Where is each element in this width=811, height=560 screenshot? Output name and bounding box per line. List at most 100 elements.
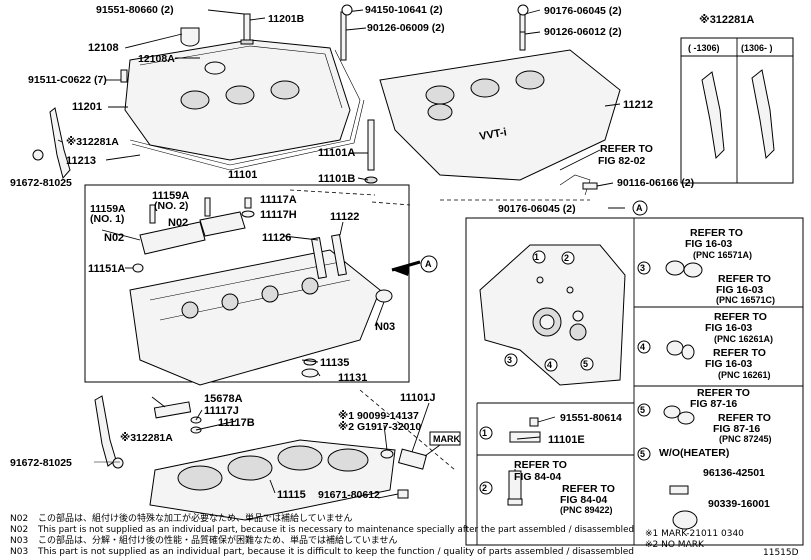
label-11159a-no1-sub: (NO. 1): [90, 213, 124, 225]
callout-a-right: [632, 200, 648, 216]
ref-h-fig: FIG 84-04: [560, 494, 607, 506]
note-n02-label-en: N02: [10, 525, 28, 535]
cylinder-head-gasket-illustration: [149, 439, 396, 521]
ref-h-refer: REFER TO: [562, 483, 615, 495]
label-11201b: 11201B: [268, 13, 305, 25]
note-n03-label-en: N03: [10, 547, 28, 557]
label-11213: 11213: [66, 155, 96, 167]
callout-num-5: 5: [583, 359, 588, 369]
ref-b-fig: FIG 16-03: [716, 284, 763, 296]
label-11115: 11115: [277, 489, 306, 501]
ref-c-refer: REFER TO: [714, 311, 767, 323]
ref-c-fig: FIG 16-03: [705, 322, 752, 334]
label-91672-81025-top: 91672-81025: [10, 177, 72, 189]
part-number-labels: 91551-80660 (2) 11201B 94150-10641 (2) 9…: [10, 4, 773, 501]
ref-c-pnc: (PNC 16261A): [714, 334, 773, 344]
label-12108: 12108: [88, 42, 119, 54]
label-312281a-bottom: ※312281A: [120, 432, 173, 444]
row-num-5b: 5: [640, 449, 645, 459]
ref-f-refer: REFER TO: [718, 412, 771, 424]
label-11117b: 11117B: [218, 417, 255, 429]
label-11101b: 11101B: [318, 173, 355, 185]
label-312281a-table: ※312281A: [699, 14, 754, 26]
ref-h-pnc: (PNC 89422): [560, 505, 613, 515]
detail-box-right: [465, 217, 804, 546]
ref-a-fig: FIG 16-03: [685, 238, 732, 250]
table-header-col2: (1306- ): [741, 43, 773, 53]
ref-a-refer: REFER TO: [690, 227, 743, 239]
label-11135: 11135: [320, 357, 349, 369]
note-n03-en: This part is not supplied as an individu…: [37, 547, 634, 557]
label-90116-06166: 90116-06166 (2): [617, 177, 694, 189]
label-11117h: 11117H: [260, 209, 297, 221]
valve-cover-illustration: [124, 27, 351, 161]
ref-f-pnc: (PNC 87245): [719, 434, 772, 444]
row-num-4: 4: [640, 342, 645, 352]
label-mark: MARK: [433, 434, 460, 444]
callout-num-2: 2: [564, 253, 569, 263]
label-11201: 11201: [72, 101, 102, 113]
row-num-2: 2: [482, 483, 487, 493]
note-mark1: ※1 MARK-21011 0340: [645, 529, 744, 539]
label-91551-80614: 91551-80614: [560, 412, 622, 424]
label-11101a: 11101A: [318, 147, 355, 159]
footnotes: N02 この部品は、組付け後の特殊な加工が必要なため、単品では補給していません …: [10, 512, 799, 558]
label-90126-06012: 90126-06012 (2): [544, 26, 622, 38]
label-90339-16001: 90339-16001: [708, 498, 770, 510]
ref-b-refer: REFER TO: [718, 273, 771, 285]
note-n03-label-jp: N03: [10, 536, 28, 546]
ref-d-pnc: (PNC 16261): [718, 370, 771, 380]
label-11101: 11101: [228, 169, 257, 181]
label-15678a: 15678A: [204, 393, 243, 405]
label-11117j: 11117J: [204, 405, 239, 417]
ref-e-refer: REFER TO: [697, 387, 750, 399]
row-num-5a: 5: [640, 405, 645, 415]
vvt-i-logo-text: VVT-i: [478, 126, 507, 143]
label-91672-81025-bottom: 91672-81025: [10, 457, 72, 469]
label-11122: 11122: [330, 211, 359, 223]
label-fig-82-02: FIG 82-02: [598, 155, 645, 167]
label-94150-10641: 94150-10641 (2): [365, 4, 443, 16]
cylinder-head-assembly-box: [84, 184, 421, 386]
ref-e-fig: FIG 87-16: [690, 398, 737, 410]
ref-g-fig: FIG 84-04: [514, 471, 561, 483]
label-90126-06009: 90126-06009 (2): [367, 22, 445, 34]
mark-box: [429, 431, 461, 446]
ref-b-pnc: (PNC 16571C): [716, 295, 775, 305]
label-91511-c0622: 91511-C0622 (7): [28, 74, 107, 86]
leader-lines: [57, 9, 625, 499]
camshaft-housing-hook-bottom: [94, 395, 124, 469]
note-n02-en: This part is not supplied as an individu…: [37, 525, 634, 535]
note-mark2: ※2 NO MARK: [645, 540, 705, 550]
ref-f-fig: FIG 87-16: [713, 423, 760, 435]
label-n03: N03: [375, 321, 395, 333]
callout-num-3: 3: [507, 355, 512, 365]
circled-markers: [341, 4, 651, 495]
ref-a-pnc: (PNC 16571A): [693, 250, 752, 260]
label-n02-upper: N02: [168, 217, 188, 229]
label-90099-14137: ※1 90099-14137: [338, 410, 419, 422]
dashed-reference-lines: [289, 189, 590, 471]
bolt-icons-top: [32, 11, 526, 184]
label-11212: 11212: [623, 99, 653, 111]
label-wo-heater: W/O(HEATER): [659, 447, 729, 459]
note-n03-jp: この部品は、分解・組付け後の性能・品質確保が困難なため、単品では補給していません: [38, 534, 397, 546]
label-11101e: 11101E: [548, 434, 585, 446]
label-11126: 11126: [262, 232, 291, 244]
engine-cover-illustration: VVT-i: [379, 49, 621, 196]
camshaft-housing-hook-left: [49, 107, 71, 180]
label-12108a: 12108A: [138, 53, 175, 65]
note-n02-label-jp: N02: [10, 514, 28, 524]
label-n02-lower: N02: [104, 232, 124, 244]
label-91671-80612: 91671-80612: [318, 489, 380, 501]
label-11159a-no2: 11159A: [152, 190, 189, 202]
figure-id: 11515D: [763, 548, 799, 558]
note-n02-jp: この部品は、組付け後の特殊な加工が必要なため、単品では補給していません: [38, 512, 352, 524]
label-g1917-32010: ※2 G1917-32010: [338, 421, 421, 433]
label-90176-06045-top: 90176-06045 (2): [544, 5, 622, 17]
label-96136-42501: 96136-42501: [703, 467, 765, 479]
label-11159a-no1: 11159A: [90, 203, 126, 215]
valve-cover-gasket-illustration: [129, 49, 365, 171]
ref-g-refer: REFER TO: [514, 459, 567, 471]
